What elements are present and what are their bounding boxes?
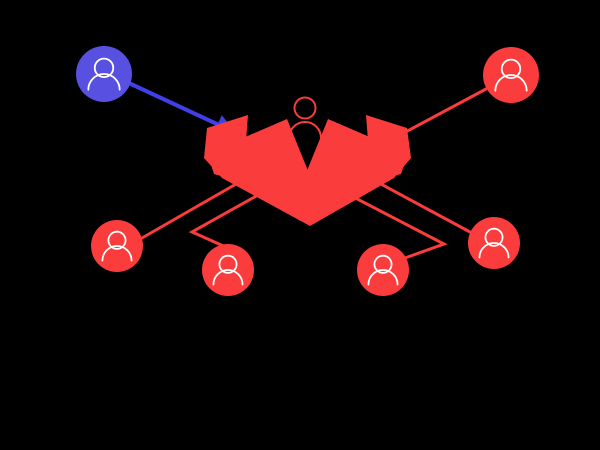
- node-top-right[interactable]: [483, 47, 539, 103]
- central-hub-shape[interactable]: [204, 115, 411, 226]
- person-icon-body: [367, 269, 399, 286]
- person-icon-head: [500, 58, 522, 79]
- center-node[interactable]: [288, 96, 322, 139]
- person-icon-body: [288, 121, 322, 139]
- edge-node-bottom-mid-right-to-center-node[interactable]: [336, 187, 448, 260]
- node-bottom-mid-left[interactable]: [202, 244, 254, 296]
- edge-node-bottom-left-to-center-node[interactable]: [140, 174, 252, 240]
- node-bottom-left[interactable]: [91, 220, 143, 272]
- person-icon-body: [101, 245, 133, 262]
- person-icon-body: [478, 242, 510, 259]
- person-icon-head: [373, 254, 393, 274]
- person-icon-head: [484, 227, 504, 247]
- person-icon-head: [218, 254, 238, 274]
- node-top-left[interactable]: [76, 46, 132, 102]
- node-layer: [76, 46, 539, 296]
- person-icon-head: [293, 96, 317, 120]
- person-icon-body: [494, 74, 528, 92]
- person-icon-body: [87, 73, 121, 91]
- person-icon-head: [93, 57, 115, 78]
- edge-node-bottom-right-to-center-node[interactable]: [364, 174, 472, 234]
- node-bottom-right[interactable]: [468, 217, 520, 269]
- person-icon-head: [107, 230, 127, 250]
- person-icon-body: [212, 269, 244, 286]
- hub-chevron-body: [204, 115, 411, 226]
- edge-node-top-left-to-center-node[interactable]: [129, 82, 236, 134]
- node-bottom-mid-right[interactable]: [357, 244, 409, 296]
